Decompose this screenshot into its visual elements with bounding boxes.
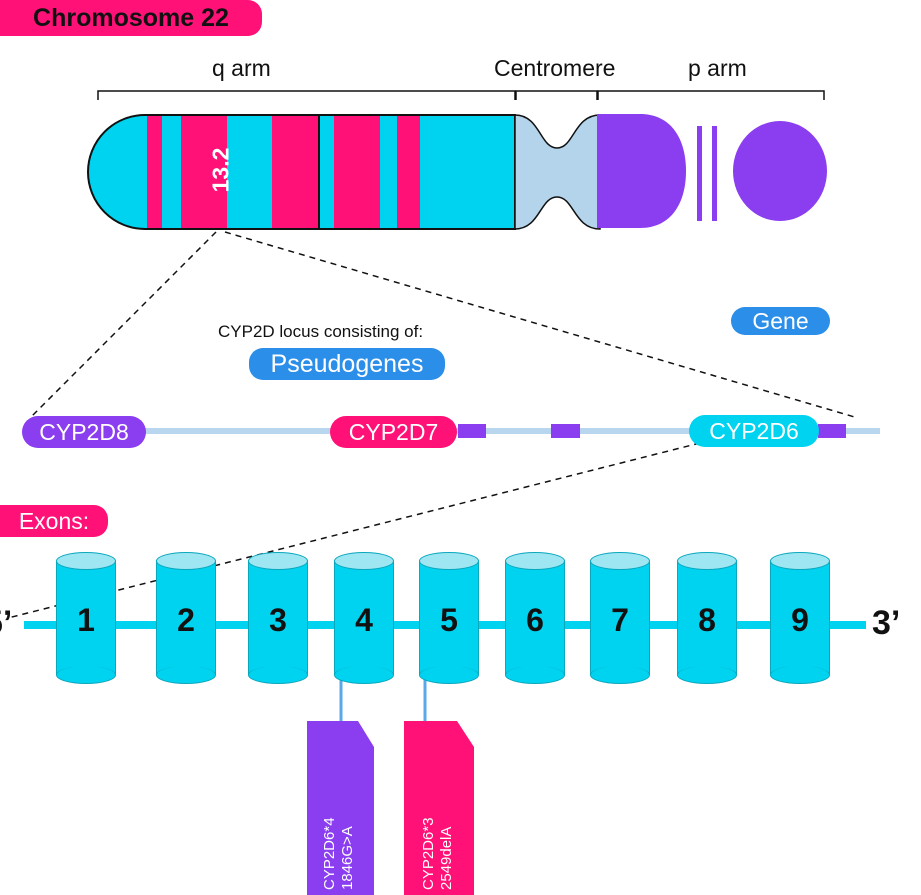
exon-number: 8 bbox=[698, 602, 716, 638]
zoom-lines bbox=[7, 231, 859, 619]
centromere bbox=[514, 114, 601, 230]
exon-4: 4 bbox=[334, 552, 394, 684]
variant-change: 2549delA bbox=[438, 826, 455, 890]
gene-name: CYP2D6 bbox=[709, 417, 799, 444]
exons-badge: Exons: bbox=[0, 505, 108, 537]
exon-8: 8 bbox=[677, 552, 737, 684]
variant-change: 1846G>A bbox=[339, 826, 356, 890]
arm-brackets bbox=[97, 90, 825, 100]
locus-exon-block bbox=[458, 424, 486, 438]
p-arm-band bbox=[697, 126, 702, 221]
locus-description: CYP2D locus consisting of: bbox=[218, 322, 424, 341]
gene-name: CYP2D7 bbox=[348, 418, 439, 445]
locus-exon-block bbox=[551, 424, 580, 438]
locus-exon-block bbox=[818, 424, 846, 438]
exon-6: 6 bbox=[505, 552, 565, 684]
exons-label: Exons: bbox=[18, 507, 90, 534]
variant-cyp2d6-4: CYP2D6*4 1846G>A bbox=[321, 817, 357, 890]
exon-number: 4 bbox=[355, 602, 373, 638]
gene-pill-cyp2d6: CYP2D6 bbox=[689, 415, 819, 447]
exon-1: 1 bbox=[56, 552, 116, 684]
exon-number: 6 bbox=[526, 602, 544, 638]
gene-name: CYP2D8 bbox=[39, 418, 129, 445]
q-arm-label: q arm bbox=[212, 55, 271, 81]
exon-number: 2 bbox=[177, 602, 195, 638]
title-badge: Chromosome 22 bbox=[0, 0, 262, 36]
p-arm-satellite bbox=[733, 121, 827, 221]
gene-pill-cyp2d7: CYP2D7 bbox=[330, 416, 457, 448]
exon-3: 3 bbox=[248, 552, 308, 684]
gene-label: Gene bbox=[752, 307, 809, 334]
gene-pill-cyp2d8: CYP2D8 bbox=[22, 416, 146, 448]
centromere-label: Centromere bbox=[494, 55, 616, 81]
band-label: 13.2 bbox=[207, 147, 234, 193]
variant-tag-shape bbox=[307, 721, 374, 895]
variant-name: CYP2D6*4 bbox=[321, 817, 338, 890]
five-prime-label: 5’ bbox=[0, 604, 13, 642]
pseudogenes-badge: Pseudogenes bbox=[249, 348, 445, 380]
exon-number: 3 bbox=[269, 602, 287, 638]
variant-tag-shape bbox=[404, 721, 474, 895]
p-arm-label: p arm bbox=[688, 55, 747, 81]
variant-name: CYP2D6*3 bbox=[420, 817, 437, 890]
q-arm bbox=[88, 115, 515, 229]
variant-cyp2d6-3: CYP2D6*3 2549delA bbox=[420, 817, 456, 890]
exon-number: 9 bbox=[791, 602, 809, 638]
pseudogenes-label: Pseudogenes bbox=[270, 349, 424, 378]
exon-5: 5 bbox=[419, 552, 479, 684]
p-arm-body bbox=[597, 114, 686, 228]
exon-number: 1 bbox=[77, 602, 95, 638]
exon-2: 2 bbox=[156, 552, 216, 684]
exon-7: 7 bbox=[590, 552, 650, 684]
exon-9: 9 bbox=[770, 552, 830, 684]
page-title: Chromosome 22 bbox=[33, 3, 229, 32]
three-prime-label: 3’ bbox=[872, 604, 901, 642]
p-arm-band bbox=[712, 126, 717, 221]
exon-number: 5 bbox=[440, 602, 458, 638]
exon-number: 7 bbox=[611, 602, 629, 638]
gene-badge: Gene bbox=[731, 307, 830, 335]
